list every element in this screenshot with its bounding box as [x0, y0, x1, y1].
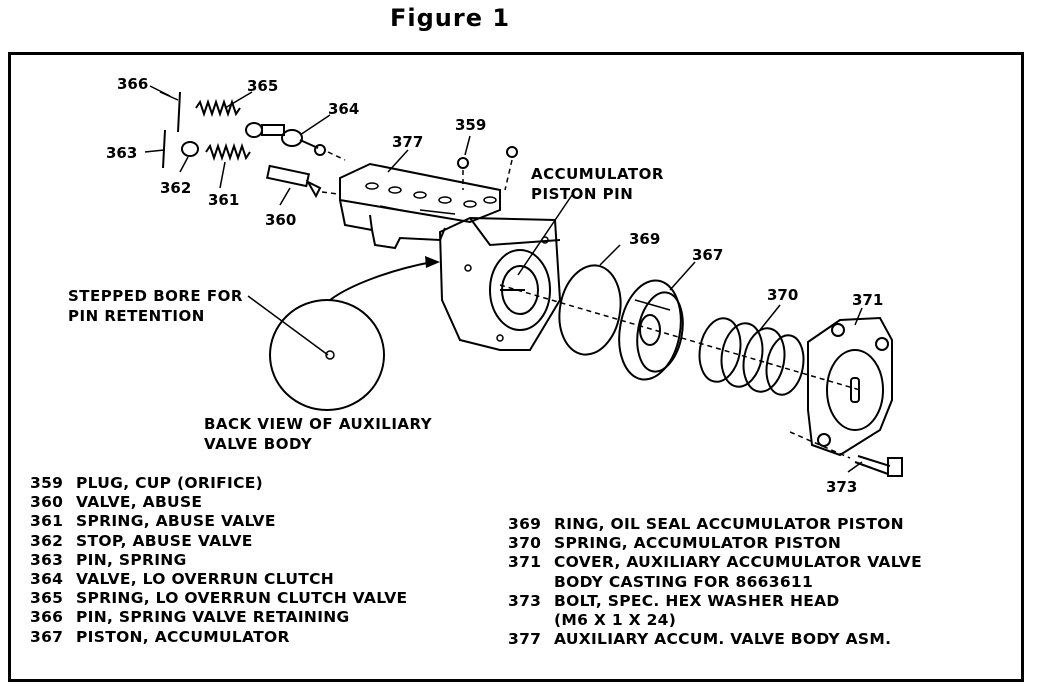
- stop-362: [181, 141, 199, 157]
- spring-370: [698, 317, 805, 396]
- back-view-caption-1: BACK VIEW OF AUXILIARY: [204, 415, 433, 433]
- legend-part-number: 362: [30, 531, 64, 550]
- legend-row: 367 PISTON, ACCUMULATOR: [30, 628, 407, 647]
- plug-359: [457, 146, 518, 191]
- legend-row: 361 SPRING, ABUSE VALVE: [30, 512, 407, 531]
- legend-part-number: 369: [508, 515, 542, 533]
- valve-360: [266, 164, 339, 199]
- legend-part-number: 359: [30, 474, 64, 492]
- valve-body-377: [339, 162, 562, 351]
- callout-373: 373: [826, 478, 857, 496]
- callout-364: 364: [328, 100, 359, 118]
- legend-part-description: PLUG, CUP (ORIFICE): [76, 474, 264, 492]
- legend-row: 360 VALVE, ABUSE: [30, 493, 407, 512]
- stepped-bore-caption-2: PIN RETENTION: [68, 307, 205, 325]
- back-view-circle: [247, 256, 440, 411]
- legend-row: 370 SPRING, ACCUMULATOR PISTON: [508, 534, 922, 553]
- pin-366: [159, 91, 181, 133]
- legend-part-description: PIN, SPRING: [76, 550, 187, 569]
- legend-part-number: 377: [508, 630, 542, 649]
- legend-row: 364 VALVE, LO OVERRUN CLUTCH: [30, 570, 407, 589]
- legend-part-description: VALVE, LO OVERRUN CLUTCH: [76, 570, 335, 589]
- seal-ring-369: [558, 264, 622, 356]
- legend-part-number: 365: [30, 589, 64, 608]
- callout-370: 370: [767, 286, 798, 304]
- legend-part-number: 373: [508, 591, 542, 610]
- legend-part-description: VALVE, ABUSE: [76, 493, 203, 512]
- legend-part-description: PISTON, ACCUMULATOR: [76, 627, 290, 646]
- callout-367: 367: [692, 246, 723, 264]
- legend-part-description: SPRING, ABUSE VALVE: [76, 512, 276, 531]
- legend-row: 363 PIN, SPRING: [30, 551, 407, 570]
- legend-row: 371 COVER, AUXILIARY ACCUMULATOR VALVE: [508, 553, 922, 572]
- callout-360: 360: [265, 211, 296, 229]
- accumulator-pin-caption-1: ACCUMULATOR: [531, 165, 664, 183]
- legend-part-number: 367: [30, 627, 64, 646]
- back-view-caption-2: VALVE BODY: [204, 435, 313, 453]
- legend-part-number: 370: [508, 534, 542, 553]
- leader-lines: [149, 85, 863, 473]
- valve-364: [245, 122, 346, 161]
- legend-row: 365 SPRING, LO OVERRUN CLUTCH VALVE: [30, 589, 407, 608]
- legend-part-description: BOLT, SPEC. HEX WASHER HEAD: [554, 591, 840, 610]
- callout-359: 359: [455, 116, 486, 134]
- legend-part-description: STOP, ABUSE VALVE: [76, 531, 253, 550]
- spring-361: [205, 142, 251, 162]
- pin-363: [144, 129, 166, 169]
- callout-363: 363: [106, 144, 137, 162]
- callout-369: 369: [629, 230, 660, 248]
- callout-361: 361: [208, 191, 239, 209]
- legend-part-number: 361: [30, 512, 64, 531]
- legend-part-number: 363: [30, 550, 64, 569]
- legend-row: 377 AUXILIARY ACCUM. VALVE BODY ASM.: [508, 630, 922, 649]
- legend-row: 362 STOP, ABUSE VALVE: [30, 532, 407, 551]
- callout-371: 371: [852, 291, 883, 309]
- legend-part-number: 366: [30, 608, 64, 627]
- legend-part-description: SPRING, ACCUMULATOR PISTON: [554, 534, 842, 553]
- legend-row: 366 PIN, SPRING VALVE RETAINING: [30, 608, 407, 627]
- callout-366: 366: [117, 75, 148, 93]
- legend-part-description: COVER, AUXILIARY ACCUMULATOR VALVE: [554, 553, 922, 572]
- legend-part-description: AUXILIARY ACCUM. VALVE BODY ASM.: [554, 630, 892, 649]
- legend-part-description-continued: (M6 X 1 X 24): [554, 611, 677, 630]
- legend-part-description-continued: BODY CASTING FOR 8663611: [554, 572, 814, 591]
- figure-frame: [8, 52, 1024, 682]
- legend-part-number: 371: [508, 553, 542, 572]
- legend-row: 359 PLUG, CUP (ORIFICE): [30, 474, 407, 493]
- callout-365: 365: [247, 77, 278, 95]
- bolt-373: [789, 431, 903, 477]
- parts-legend-right: 369 RING, OIL SEAL ACCUMULATOR PISTON 370 S…: [508, 515, 922, 649]
- legend-part-number: 360: [30, 493, 64, 512]
- legend-row: 369 RING, OIL SEAL ACCUMULATOR PISTON: [508, 515, 922, 534]
- legend-part-description: RING, OIL SEAL ACCUMULATOR PISTON: [554, 515, 904, 533]
- legend-part-description: SPRING, LO OVERRUN CLUTCH VALVE: [76, 589, 408, 608]
- stepped-bore-caption-1: STEPPED BORE FOR: [68, 287, 243, 305]
- piston-367: [618, 279, 684, 381]
- figure-title: Figure 1: [389, 4, 511, 32]
- legend-part-number: 364: [30, 570, 64, 589]
- legend-row: 373 BOLT, SPEC. HEX WASHER HEAD: [508, 592, 922, 611]
- callout-377: 377: [392, 133, 423, 151]
- legend-part-description: PIN, SPRING VALVE RETAINING: [76, 608, 350, 627]
- accumulator-pin-caption-2: PISTON PIN: [531, 185, 633, 203]
- callout-362: 362: [160, 179, 191, 197]
